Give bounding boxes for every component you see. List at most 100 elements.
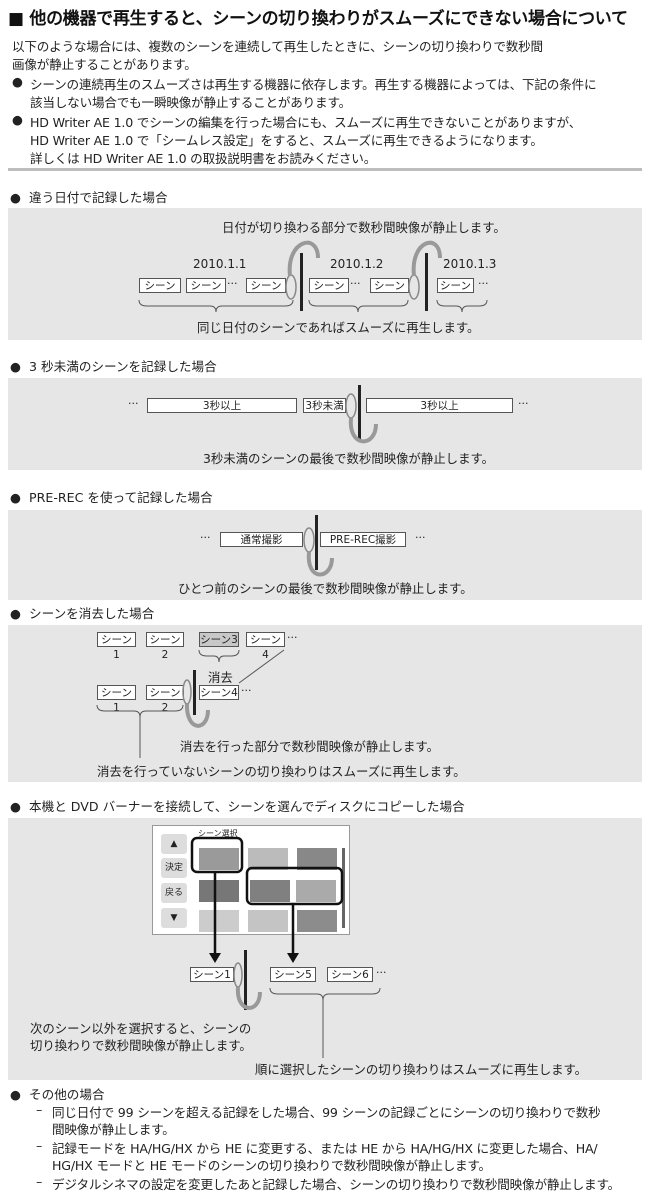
scene-box: シーン bbox=[186, 278, 226, 293]
ellipsis: ··· bbox=[350, 277, 361, 290]
cut-bar bbox=[425, 253, 428, 311]
heading-text: シーンを消去した場合 bbox=[29, 606, 155, 621]
thumbnail[interactable] bbox=[296, 880, 336, 902]
date-label: 2010.1.3 bbox=[443, 257, 497, 271]
item-text: 同じ日付で 99 シーンを超える記録をした場合、99 シーンの記録ごとにシーンの… bbox=[52, 1105, 601, 1120]
scene-box: 3秒以上 bbox=[366, 398, 513, 413]
brace bbox=[308, 299, 409, 313]
jump-arrow bbox=[235, 986, 262, 1010]
thumbnail[interactable] bbox=[199, 848, 239, 870]
ok-button[interactable]: 決定 bbox=[161, 858, 187, 878]
section-heading: ● 3 秒未満のシーンを記録した場合 bbox=[10, 356, 217, 375]
dash: – bbox=[36, 1138, 43, 1153]
ellipsis: ··· bbox=[227, 277, 238, 290]
back-button[interactable]: 戻る bbox=[161, 883, 187, 903]
ellipsis: ··· bbox=[518, 397, 529, 410]
jump-arrow bbox=[287, 240, 320, 277]
heading-text: PRE-REC を使って記録した場合 bbox=[29, 490, 213, 505]
heading-text: 本機と DVD バーナーを接続して、シーンを選んでディスクにコピーした場合 bbox=[29, 799, 465, 814]
caption: 日付が切り換わる部分で数秒間映像が静止します。 bbox=[222, 220, 506, 235]
thumbnail[interactable] bbox=[199, 880, 239, 902]
jump-arrow bbox=[184, 703, 210, 728]
jump-arrow bbox=[348, 417, 378, 444]
thumbnail[interactable] bbox=[199, 910, 239, 932]
thumbnail[interactable] bbox=[248, 910, 288, 932]
section-heading: ● 本機と DVD バーナーを接続して、シーンを選んでディスクにコピーした場合 bbox=[10, 796, 465, 815]
caption: 同じ日付のシーンであればスムーズに再生します。 bbox=[197, 320, 480, 335]
brace bbox=[198, 649, 240, 663]
cut-bar bbox=[193, 670, 196, 715]
heading-text: 違う日付で記録した場合 bbox=[29, 190, 168, 205]
ellipsis: ··· bbox=[287, 631, 298, 644]
item-text: HG/HX モードと HE モードのシーンの切り換わりで数秒間映像が静止します。 bbox=[52, 1158, 491, 1173]
scene-box: シーン4 bbox=[246, 632, 285, 661]
scene-box: 3秒未満 bbox=[303, 398, 346, 413]
thumbnail[interactable] bbox=[250, 880, 290, 902]
down-button[interactable]: ▼ bbox=[161, 908, 187, 928]
scene-box: シーン bbox=[309, 278, 349, 293]
ellipsis: ··· bbox=[128, 397, 139, 410]
scene-box: シーン bbox=[139, 278, 181, 293]
scrollbar[interactable] bbox=[342, 848, 345, 928]
up-button[interactable]: ▲ bbox=[161, 834, 187, 854]
dash: – bbox=[36, 1174, 43, 1189]
caption: 順に選択したシーンの切り換わりはスムーズに再生します。 bbox=[255, 1062, 588, 1077]
cut-bar bbox=[358, 385, 361, 440]
scene-box: シーン1 bbox=[190, 967, 234, 982]
jump-arrow bbox=[306, 551, 334, 577]
caption: 切り換わりで数秒間映像が静止します。 bbox=[30, 1038, 252, 1053]
item-text: 記録モードを HA/HG/HX から HE に変更する、または HE から HA… bbox=[52, 1141, 598, 1156]
scene-box: PRE-REC撮影 bbox=[320, 532, 406, 547]
ellipsis: ··· bbox=[241, 684, 252, 697]
cut-bar bbox=[315, 515, 318, 570]
ellipsis: ··· bbox=[200, 531, 211, 544]
scene-box: シーン6 bbox=[327, 967, 373, 982]
diagram-short-scene bbox=[8, 378, 642, 470]
thumbnail[interactable] bbox=[297, 848, 337, 870]
section-heading: ● PRE-REC を使って記録した場合 bbox=[10, 487, 213, 506]
selection-outline bbox=[190, 836, 244, 874]
scene-box: シーン4 bbox=[199, 685, 239, 700]
deleted-label: 消去 bbox=[208, 670, 233, 685]
caption: 3秒未満のシーンの最後で数秒間映像が静止します。 bbox=[203, 451, 495, 466]
bullet-icon: ● bbox=[10, 1087, 21, 1102]
diagram-different-dates bbox=[8, 208, 642, 340]
bullet-text: HD Writer AE 1.0 でシーンの編集を行った場合にも、スムーズに再生… bbox=[30, 115, 582, 130]
divider bbox=[8, 168, 642, 171]
caption: ひとつ前のシーンの最後で数秒間映像が静止します。 bbox=[178, 581, 473, 596]
ellipsis: ··· bbox=[478, 277, 489, 290]
bullet-icon: ● bbox=[12, 74, 23, 89]
bullet-text: HD Writer AE 1.0 で「シームレス設定」をすると、スムーズに再生で… bbox=[30, 133, 543, 148]
ellipsis: ··· bbox=[415, 531, 426, 544]
intro-line: 画像が静止することがあります。 bbox=[12, 57, 197, 72]
section-heading: ● 違う日付で記録した場合 bbox=[10, 187, 168, 206]
pause-oval bbox=[182, 679, 192, 705]
scene-box: 3秒以上 bbox=[147, 398, 297, 413]
diagram-deleted-scene bbox=[8, 625, 642, 782]
jump-arrow bbox=[411, 240, 442, 277]
bullet-text: 該当しない場合でも一瞬映像が静止することがあります。 bbox=[30, 95, 351, 110]
connector-line bbox=[238, 649, 285, 684]
item-text: 間映像が静止します。 bbox=[52, 1122, 175, 1137]
scene-box: シーン1 bbox=[97, 685, 136, 714]
scene-box: シーン5 bbox=[270, 967, 316, 982]
diagram-pre-rec bbox=[8, 510, 642, 600]
scene-box: シーン2 bbox=[146, 632, 184, 661]
ellipsis: ··· bbox=[376, 966, 387, 979]
bullet-icon: ● bbox=[12, 112, 23, 127]
brace bbox=[436, 299, 488, 313]
intro-line: 以下のような場合には、複数のシーンを連続して再生したときに、シーンの切り換わりで… bbox=[12, 39, 543, 54]
cut-bar bbox=[244, 950, 247, 1010]
thumbnail[interactable] bbox=[297, 910, 337, 932]
heading-text: 3 秒未満のシーンを記録した場合 bbox=[29, 359, 217, 374]
scene-select-screen: シーン選択 ▲ 決定 戻る ▼ bbox=[152, 825, 350, 935]
caption: 消去を行った部分で数秒間映像が静止します。 bbox=[180, 739, 439, 754]
thumbnail[interactable] bbox=[248, 848, 288, 870]
pause-oval bbox=[233, 962, 243, 988]
page-title: ■ 他の機器で再生すると、シーンの切り換わりがスムーズにできない場合について bbox=[8, 9, 628, 29]
section-heading: ● シーンを消去した場合 bbox=[10, 603, 154, 622]
date-label: 2010.1.2 bbox=[330, 257, 384, 271]
bullet-icon: ● bbox=[10, 190, 21, 205]
